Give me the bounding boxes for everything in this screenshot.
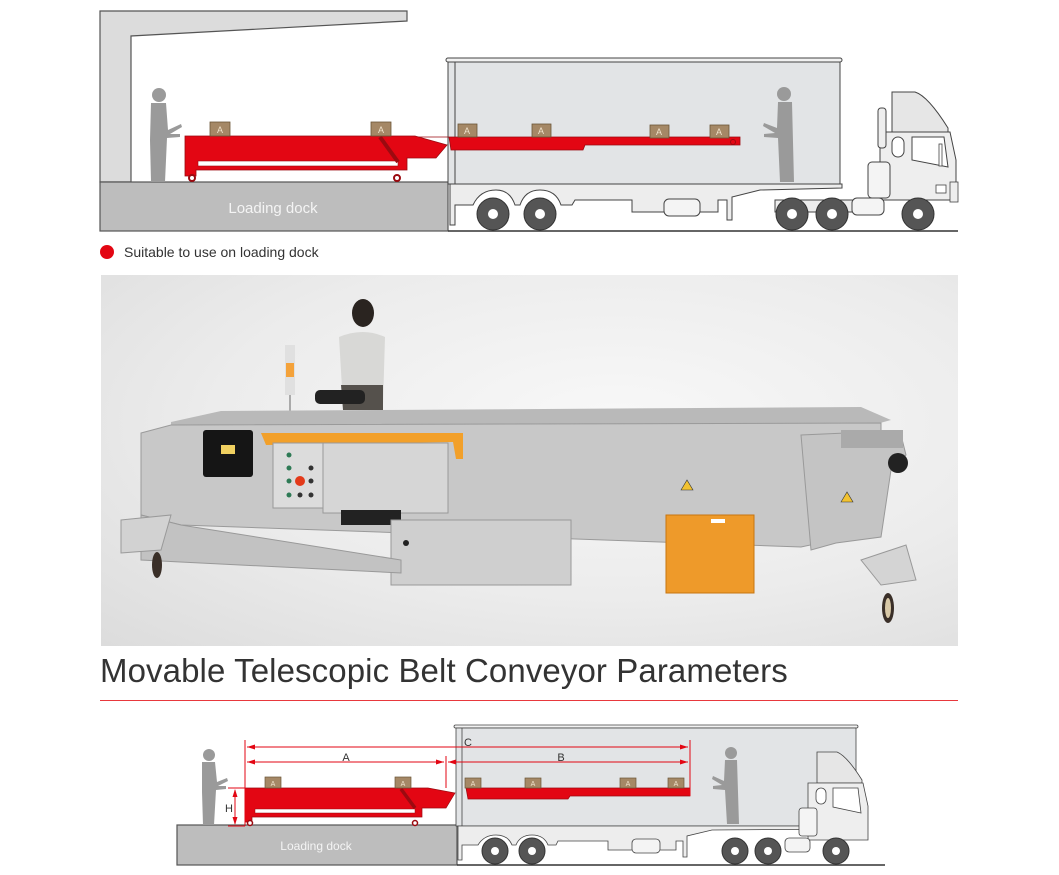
svg-text:A: A <box>271 781 276 788</box>
loading-dock-label: Loading dock <box>228 200 318 217</box>
svg-text:A: A <box>464 126 470 136</box>
operator-figure <box>315 299 385 410</box>
legend: Suitable to use on loading dock <box>100 244 319 260</box>
telescopic-conveyor <box>184 135 741 182</box>
dimension-diagram: Loading dock <box>176 724 885 866</box>
svg-text:A: A <box>378 125 384 135</box>
truck-cab <box>774 91 959 216</box>
svg-text:A: A <box>716 127 722 137</box>
dimension-label-h: H <box>225 803 233 815</box>
loading-dock-block <box>176 824 458 866</box>
person-icon <box>202 749 228 825</box>
loading-dock-diagram: Loading dock <box>99 10 959 232</box>
legend-text: Suitable to use on loading dock <box>124 244 319 260</box>
loading-dock-label: Loading dock <box>280 839 352 853</box>
svg-text:A: A <box>217 125 223 135</box>
box-icon <box>209 121 730 139</box>
box-icon <box>264 776 685 789</box>
product-photo <box>101 275 958 646</box>
legend-marker-icon <box>100 245 114 259</box>
svg-text:A: A <box>401 781 406 788</box>
dimension-lines <box>228 740 691 827</box>
caster-wheel-icon <box>152 552 894 623</box>
truck-cab <box>784 751 869 853</box>
section-title-divider <box>100 700 958 701</box>
person-icon <box>150 88 182 182</box>
person-icon <box>763 87 794 182</box>
dimension-label-c: C <box>464 737 472 749</box>
person-icon <box>712 747 739 824</box>
loading-dock-block <box>99 181 449 232</box>
svg-text:A: A <box>656 127 662 137</box>
dimension-label-b: B <box>557 752 564 764</box>
telescopic-conveyor <box>244 787 691 827</box>
conveyor-photo-illustration <box>120 299 917 623</box>
svg-text:A: A <box>626 781 631 788</box>
svg-text:A: A <box>674 781 679 788</box>
svg-text:A: A <box>471 781 476 788</box>
truck-trailer <box>445 57 843 226</box>
section-title: Movable Telescopic Belt Conveyor Paramet… <box>100 652 788 689</box>
svg-text:A: A <box>531 781 536 788</box>
svg-text:A: A <box>538 126 544 136</box>
dimension-label-a: A <box>342 752 350 764</box>
